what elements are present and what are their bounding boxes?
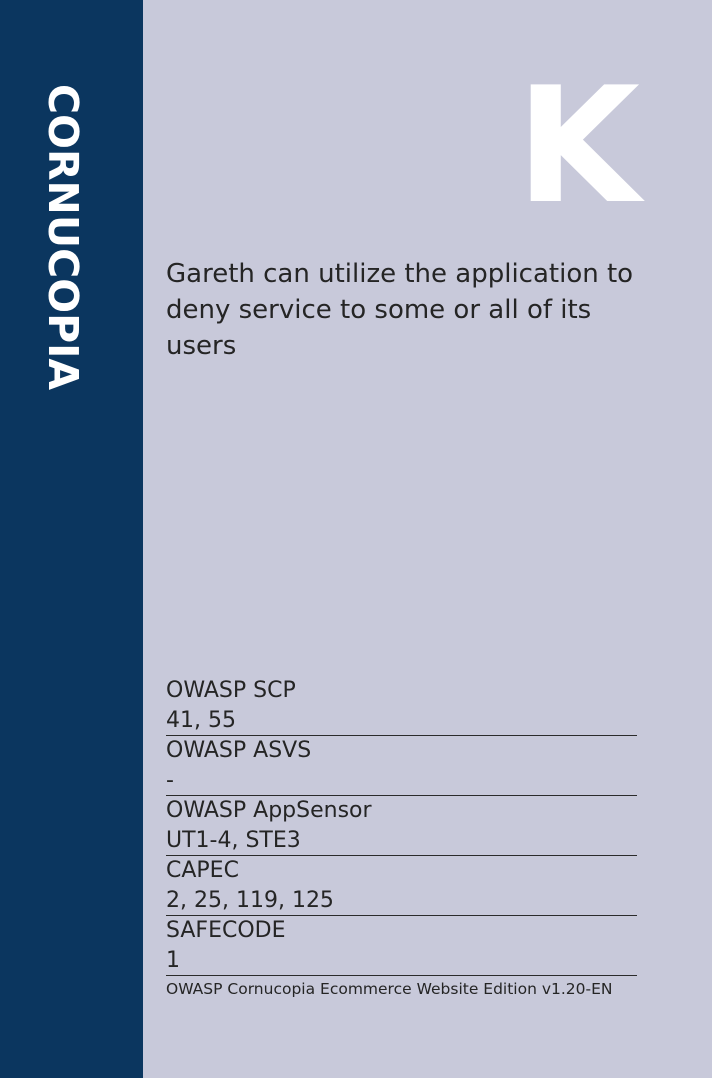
reference-title: CAPEC	[166, 858, 239, 883]
edition-footer: OWASP Cornucopia Ecommerce Website Editi…	[166, 980, 613, 998]
reference-capec: CAPEC 2, 25, 119, 125	[166, 856, 637, 916]
card-letter: K	[516, 52, 640, 239]
reference-value: UT1-4, STE3	[166, 827, 301, 853]
reference-list: OWASP SCP 41, 55 OWASP ASVS - OWASP AppS…	[166, 676, 637, 976]
reference-title: OWASP ASVS	[166, 738, 312, 763]
reference-value: 41, 55	[166, 707, 236, 733]
reference-value: -	[166, 767, 174, 793]
side-band	[0, 0, 143, 1078]
reference-owasp-asvs: OWASP ASVS -	[166, 736, 637, 796]
reference-owasp-appsensor: OWASP AppSensor UT1-4, STE3	[166, 796, 637, 856]
reference-title: SAFECODE	[166, 918, 286, 943]
reference-value: 1	[166, 947, 180, 973]
reference-title: OWASP AppSensor	[166, 798, 372, 823]
reference-value: 2, 25, 119, 125	[166, 887, 334, 913]
reference-title: OWASP SCP	[166, 678, 296, 703]
reference-owasp-scp: OWASP SCP 41, 55	[166, 676, 637, 736]
reference-safecode: SAFECODE 1	[166, 916, 637, 976]
brand-title: CORNUCOPIA	[39, 84, 87, 391]
card-description: Gareth can utilize the application to de…	[166, 259, 634, 361]
